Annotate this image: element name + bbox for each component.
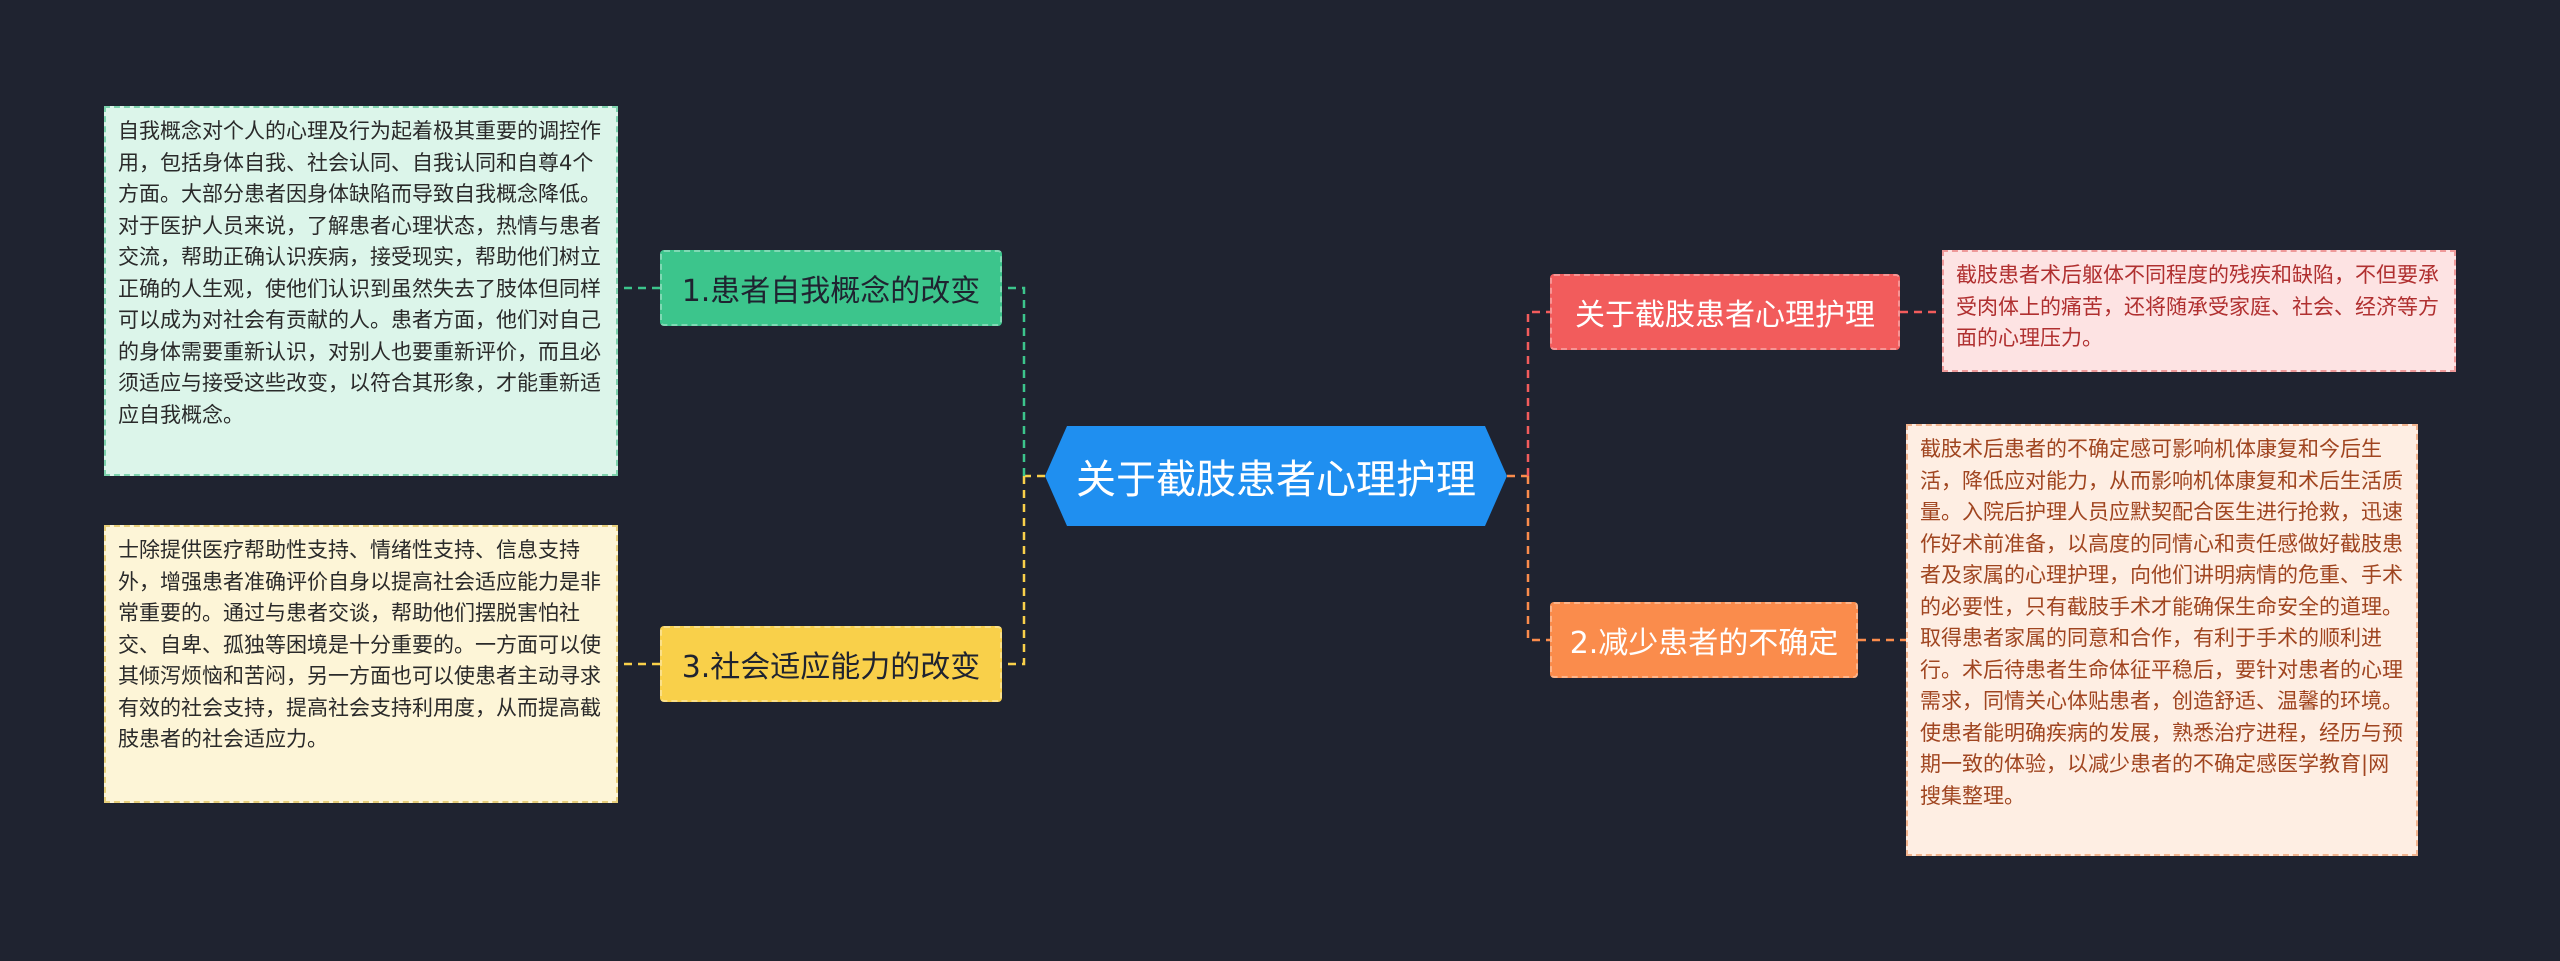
leaf-amputee-psych-care-detail: 截肢患者术后躯体不同程度的残疾和缺陷，不但要承受肉体上的痛苦，还将随承受家庭、社… xyxy=(1942,250,2456,372)
root-topic-label: 关于截肢患者心理护理 xyxy=(1076,457,1476,503)
connector-right-spine-orange xyxy=(1526,476,1550,642)
branch-reduce-uncertainty[interactable]: 2.减少患者的不确定 xyxy=(1550,602,1858,678)
branch-self-concept[interactable]: 1.患者自我概念的改变 xyxy=(660,250,1002,326)
leaf-text: 士除提供医疗帮助性支持、情绪性支持、信息支持外，增强患者准确评价自身以提高社会适… xyxy=(118,538,601,751)
branch-amputee-psych-care[interactable]: 关于截肢患者心理护理 xyxy=(1550,274,1900,350)
leaf-self-concept-detail: 自我概念对个人的心理及行为起着极其重要的调控作用，包括身体自我、社会认同、自我认… xyxy=(104,106,618,476)
connector-right-spine-red xyxy=(1526,310,1550,476)
branch-social-adaptation[interactable]: 3.社会适应能力的改变 xyxy=(660,626,1002,702)
connector-left-spine-yellow xyxy=(1002,476,1026,666)
leaf-social-adaptation-detail: 士除提供医疗帮助性支持、情绪性支持、信息支持外，增强患者准确评价自身以提高社会适… xyxy=(104,525,618,803)
leaf-text: 截肢术后患者的不确定感可影响机体康复和今后生活，降低应对能力，从而影响机体康复和… xyxy=(1920,437,2403,808)
branch-label: 2.减少患者的不确定 xyxy=(1569,626,1839,661)
branch-label: 3.社会适应能力的改变 xyxy=(681,650,981,685)
leaf-text: 自我概念对个人的心理及行为起着极其重要的调控作用，包括身体自我、社会认同、自我认… xyxy=(118,119,601,427)
branch-label: 1.患者自我概念的改变 xyxy=(681,274,981,309)
root-topic[interactable]: 关于截肢患者心理护理 xyxy=(1045,426,1507,526)
connector-left-spine-green xyxy=(1002,286,1026,476)
leaf-reduce-uncertainty-detail: 截肢术后患者的不确定感可影响机体康复和今后生活，降低应对能力，从而影响机体康复和… xyxy=(1906,424,2418,856)
branch-label: 关于截肢患者心理护理 xyxy=(1575,298,1875,333)
leaf-text: 截肢患者术后躯体不同程度的残疾和缺陷，不但要承受肉体上的痛苦，还将随承受家庭、社… xyxy=(1956,263,2439,350)
